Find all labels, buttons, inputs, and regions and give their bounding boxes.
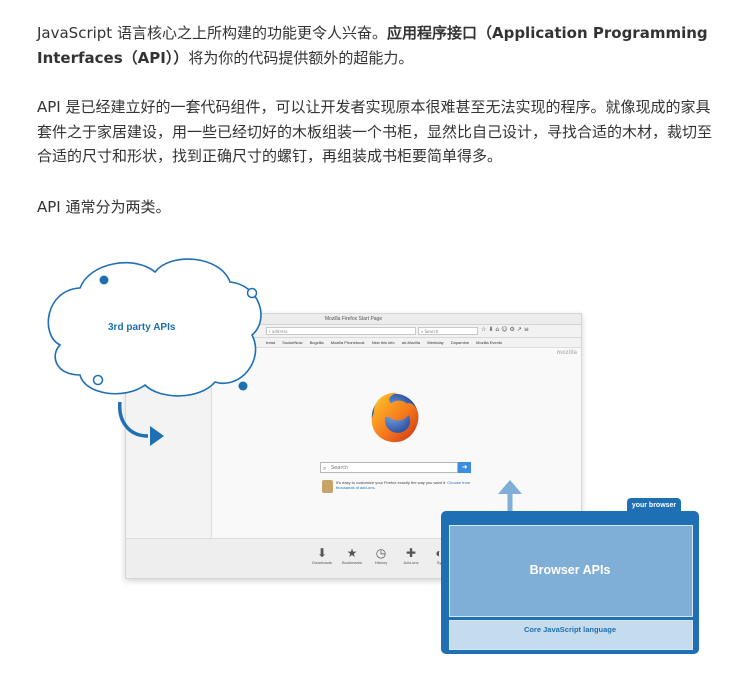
firefox-logo-icon <box>371 392 419 443</box>
bookmark-item: tread <box>266 340 276 345</box>
downloads-launcher[interactable]: ⬇Downloads <box>307 546 337 565</box>
start-page-snippet: It's easy to customize your Firefox exac… <box>322 480 486 493</box>
addons-launcher[interactable]: ✚Add-ons <box>396 546 426 565</box>
cloud-dot <box>238 381 248 391</box>
up-arrow-icon <box>498 480 522 526</box>
bookmark-item: Dopamine <box>450 340 470 345</box>
bookmark-item: air-Mozilla <box>401 340 420 345</box>
cloud-arrow-head-icon <box>150 426 164 446</box>
url-bar: r address <box>266 327 416 335</box>
addons-icon: ✚ <box>405 546 417 560</box>
sync-launcher[interactable]: ◐Sy <box>424 546 454 565</box>
your-browser-tab: your browser <box>627 498 681 514</box>
search-icon: ⌕ <box>421 329 425 334</box>
third-party-apis-label: 3rd party APIs <box>108 322 176 333</box>
bookmarks-bar: tread SocketNow Bugzilla Mozilla Phonebo… <box>126 338 581 348</box>
browser-apis-label: Browser APIs <box>529 563 611 577</box>
sync-icon: ◐ <box>435 546 443 560</box>
search-go-button[interactable]: ➜ <box>458 462 471 473</box>
download-icon: ⬇ <box>316 546 328 560</box>
start-page-search-input[interactable]: ⌕ Search <box>320 462 458 473</box>
intro-tail-text: 将为你的代码提供额外的超能力。 <box>188 48 414 67</box>
bookmark-item: Mozilla Phonebook <box>330 340 365 345</box>
intro-bold-text: 应用程序接口（Application Programming Interface… <box>37 24 708 67</box>
cloud-dot <box>246 287 258 299</box>
history-icon: ◷ <box>375 546 387 560</box>
third-party-cloud <box>47 258 262 446</box>
intro-paragraph: JavaScript 语言核心之上所构建的功能更令人兴奋。应用程序接口（Appl… <box>37 21 722 70</box>
mozilla-wordmark: mozilla <box>556 350 577 356</box>
cloud-arrow-shaft <box>118 401 149 438</box>
cloud-dot <box>92 374 104 386</box>
search-icon: ⌕ <box>323 465 327 472</box>
bookmarks-icon: ★ <box>346 546 358 560</box>
browser-apis-box <box>449 525 693 617</box>
core-javascript-box <box>449 620 693 650</box>
api-description-paragraph: API 是已经建立好的一套代码组件，可以让开发者实现原本很难甚至无法实现的程序。… <box>37 98 713 165</box>
api-categories-paragraph: API 通常分为两类。 <box>37 198 171 216</box>
bookmark-item: Bugzilla <box>309 340 324 345</box>
bookmark-item: Mozilla Events <box>476 340 502 345</box>
intro-text: JavaScript 语言核心之上所构建的功能更令人兴奋。 <box>37 24 387 42</box>
cloud-dot <box>99 275 109 285</box>
bookmark-item: New this info <box>371 340 395 345</box>
bookmark-item: Weekday <box>427 340 444 345</box>
core-javascript-label: Core JavaScript language <box>523 625 617 634</box>
snippet-link[interactable]: Choose from thousands of add-ons. <box>336 480 471 490</box>
snippet-image <box>322 480 333 493</box>
history-launcher[interactable]: ◷History <box>366 546 396 565</box>
bookmark-item: SocketNow <box>282 340 303 345</box>
toolbar-search-bar: ⌕ Search <box>418 327 478 335</box>
toolbar-icons: ☆⬇⌂☺⚙↗≡ <box>481 326 531 333</box>
bookmarks-launcher[interactable]: ★Bookmarks <box>337 546 367 565</box>
browser-titlebar: Mozilla Firefox Start Page <box>126 314 581 325</box>
